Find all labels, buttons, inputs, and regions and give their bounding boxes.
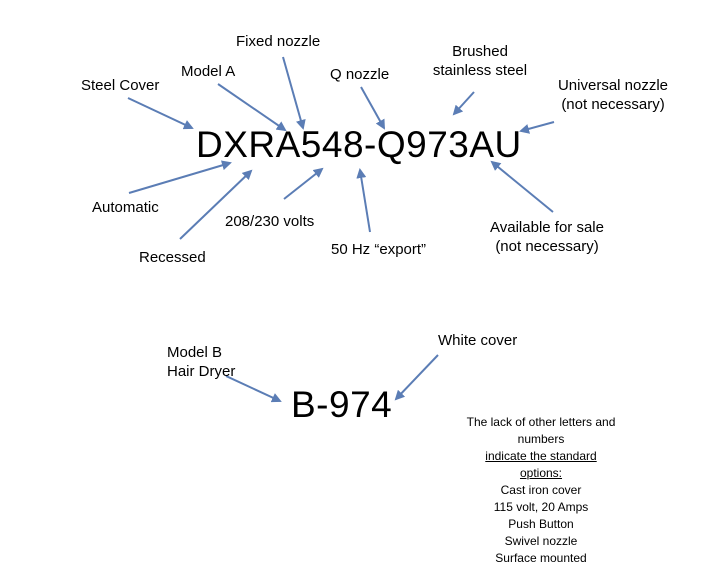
label-recessed: Recessed (139, 249, 206, 266)
arrow-brushed-steel (452, 91, 475, 116)
label-q-nozzle: Q nozzle (330, 66, 390, 83)
diagram-canvas: DXRA548-Q973AU Fixed nozzle Model A Stee… (81, 33, 673, 565)
label-available-for-sale: Available for sale (not necessary) (482, 218, 612, 256)
label-universal-line1: Universal nozzle (557, 77, 669, 94)
label-available-line2: (not necessary) (495, 238, 599, 255)
arrow-white-cover (394, 354, 439, 401)
label-universal-line2: (not necessary) (561, 96, 665, 113)
model-b-code: B-974 (291, 384, 393, 425)
note-option: 115 volt, 20 Amps (493, 500, 589, 514)
arrow-hz (356, 168, 371, 233)
standard-options-note: The lack of other letters and numbers in… (466, 414, 616, 567)
note-option: Swivel nozzle (504, 534, 578, 548)
label-model-b-line2: Hair Dryer (167, 363, 236, 380)
label-universal-nozzle: Universal nozzle (not necessary) (553, 76, 673, 114)
arrow-recessed (179, 169, 253, 240)
arrow-volts (283, 167, 324, 200)
arrow-model-b (225, 375, 282, 403)
note-option: Surface mounted (495, 551, 587, 565)
label-brushed-stainless: Brushed stainless steel (427, 42, 533, 80)
label-brushed-line1: Brushed (452, 43, 508, 60)
label-model-a: Model A (181, 63, 236, 80)
arrow-model-a (217, 83, 287, 132)
label-brushed-line2: stainless steel (432, 62, 528, 79)
label-model-b: Model B Hair Dryer (167, 343, 235, 381)
label-white-cover: White cover (438, 332, 518, 349)
label-fixed-nozzle: Fixed nozzle (236, 33, 321, 50)
arrow-q-nozzle (360, 86, 385, 130)
model-a-code: DXRA548-Q973AU (196, 124, 522, 165)
arrow-automatic (128, 160, 232, 194)
note-intro: The lack of other letters and numbers (466, 415, 616, 446)
arrows-layer (127, 56, 555, 403)
label-hz: 50 Hz “export” (331, 241, 427, 258)
label-volts: 208/230 volts (225, 213, 315, 230)
label-model-b-line1: Model B (167, 344, 223, 361)
arrow-steel-cover (127, 97, 194, 130)
label-steel-cover: Steel Cover (81, 77, 160, 94)
label-automatic: Automatic (92, 199, 159, 216)
label-available-line1: Available for sale (490, 219, 604, 236)
note-option: Cast iron cover (500, 483, 582, 497)
arrow-available-for-sale (490, 160, 554, 213)
note-underlined-heading: indicate the standard options: (485, 449, 597, 480)
arrow-universal-nozzle (519, 121, 555, 134)
arrow-fixed-nozzle (282, 56, 306, 130)
note-option: Push Button (508, 517, 574, 531)
